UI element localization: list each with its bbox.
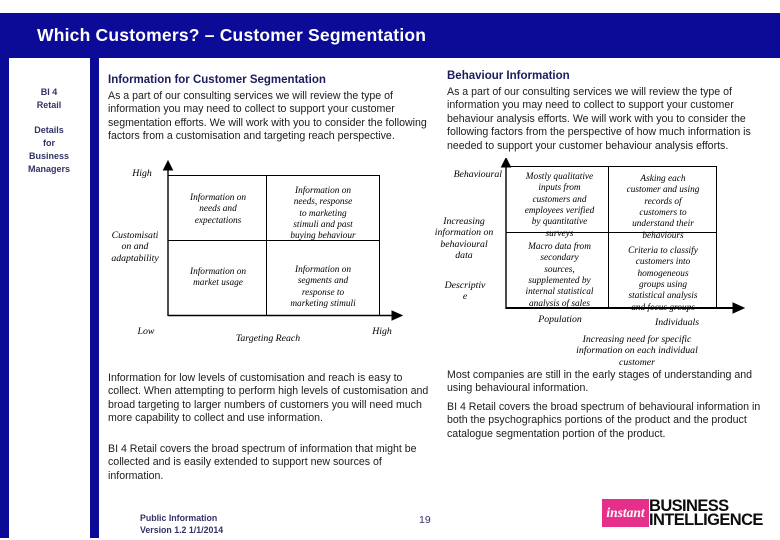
slide-title: Which Customers? – Customer Segmentation (37, 25, 427, 45)
y-axis-high-label: High (132, 168, 152, 179)
x-axis-high-label: High (372, 326, 392, 337)
page-number: 19 (419, 514, 431, 526)
x-axis-title: Targeting Reach (235, 333, 301, 344)
logo-pink-box: instant (602, 499, 649, 527)
sidebar-product-label: BI 4 Retail (36, 87, 62, 111)
logo-line-intelligence: INTELLIGENCE (649, 510, 763, 529)
behavioural-matrix-axes (500, 158, 746, 314)
quadrant-bottom-right-text: Criteria to classify customers into homo… (628, 246, 698, 313)
y-axis-bottom-label: Descriptiv e (444, 280, 486, 303)
x-axis-caption: Increasing need for specific information… (576, 334, 698, 368)
quadrant-bottom-left-text: Information on market usage (189, 267, 247, 289)
slide-title-bar: Which Customers? – Customer Segmentation (0, 13, 780, 58)
quadrant-top-right-text: Asking each customer and using records o… (626, 174, 700, 241)
right-bottom-paragraph-1: Most companies are still in the early st… (447, 369, 753, 395)
quadrant-bottom-left-text: Macro data from secondary sources, suppl… (525, 242, 594, 309)
x-axis-population-label: Population (538, 314, 582, 325)
x-axis-individuals-label: Individuals (654, 317, 700, 328)
logo-instant-text: instant (606, 505, 645, 520)
right-column-intro: As a part of our consulting services we … (447, 86, 751, 152)
sidebar-divider-strip (90, 58, 99, 538)
quadrant-top-left-text: Mostly qualitative inputs from customers… (524, 172, 595, 239)
customisation-matrix-axes (162, 160, 404, 321)
left-column-intro: As a part of our consulting services we … (108, 90, 427, 143)
left-border-strip (0, 58, 9, 538)
quadrant-top-right-text: Information on needs, response to market… (290, 186, 356, 242)
right-column-heading: Behaviour Information (447, 70, 570, 82)
quadrant-top-left-text: Information on needs and expectations (189, 193, 247, 226)
left-column-heading: Information for Customer Segmentation (108, 74, 326, 86)
logo-wordmark: BUSINESS INTELLIGENCE (649, 497, 763, 529)
behavioural-information-matrix: Behavioural Increasing information on be… (430, 158, 780, 373)
left-bottom-paragraph-2: BI 4 Retail covers the broad spectrum of… (108, 443, 417, 482)
company-logo: instant BUSINESS INTELLIGENCE (602, 497, 763, 529)
sidebar-audience-label: Details for Business Managers (27, 125, 71, 175)
quadrant-bottom-right-text: Information on segments and response to … (290, 265, 356, 309)
y-axis-low-label: Low (137, 326, 155, 337)
y-axis-top-label: Behavioural (453, 169, 502, 180)
left-bottom-paragraph-1: Information for low levels of customisat… (108, 372, 429, 425)
logo-line-business: BUSINESS (649, 497, 729, 515)
footer-classification: Public Information Version 1.2 1/1/2014 (140, 513, 224, 535)
right-bottom-paragraph-2: BI 4 Retail covers the broad spectrum of… (447, 401, 761, 440)
y-axis-title: Increasing information on behavioural da… (434, 216, 494, 261)
customisation-targeting-matrix: High Customisati on and adaptability Low… (108, 160, 438, 360)
y-axis-title: Customisati on and adaptability (111, 230, 159, 264)
